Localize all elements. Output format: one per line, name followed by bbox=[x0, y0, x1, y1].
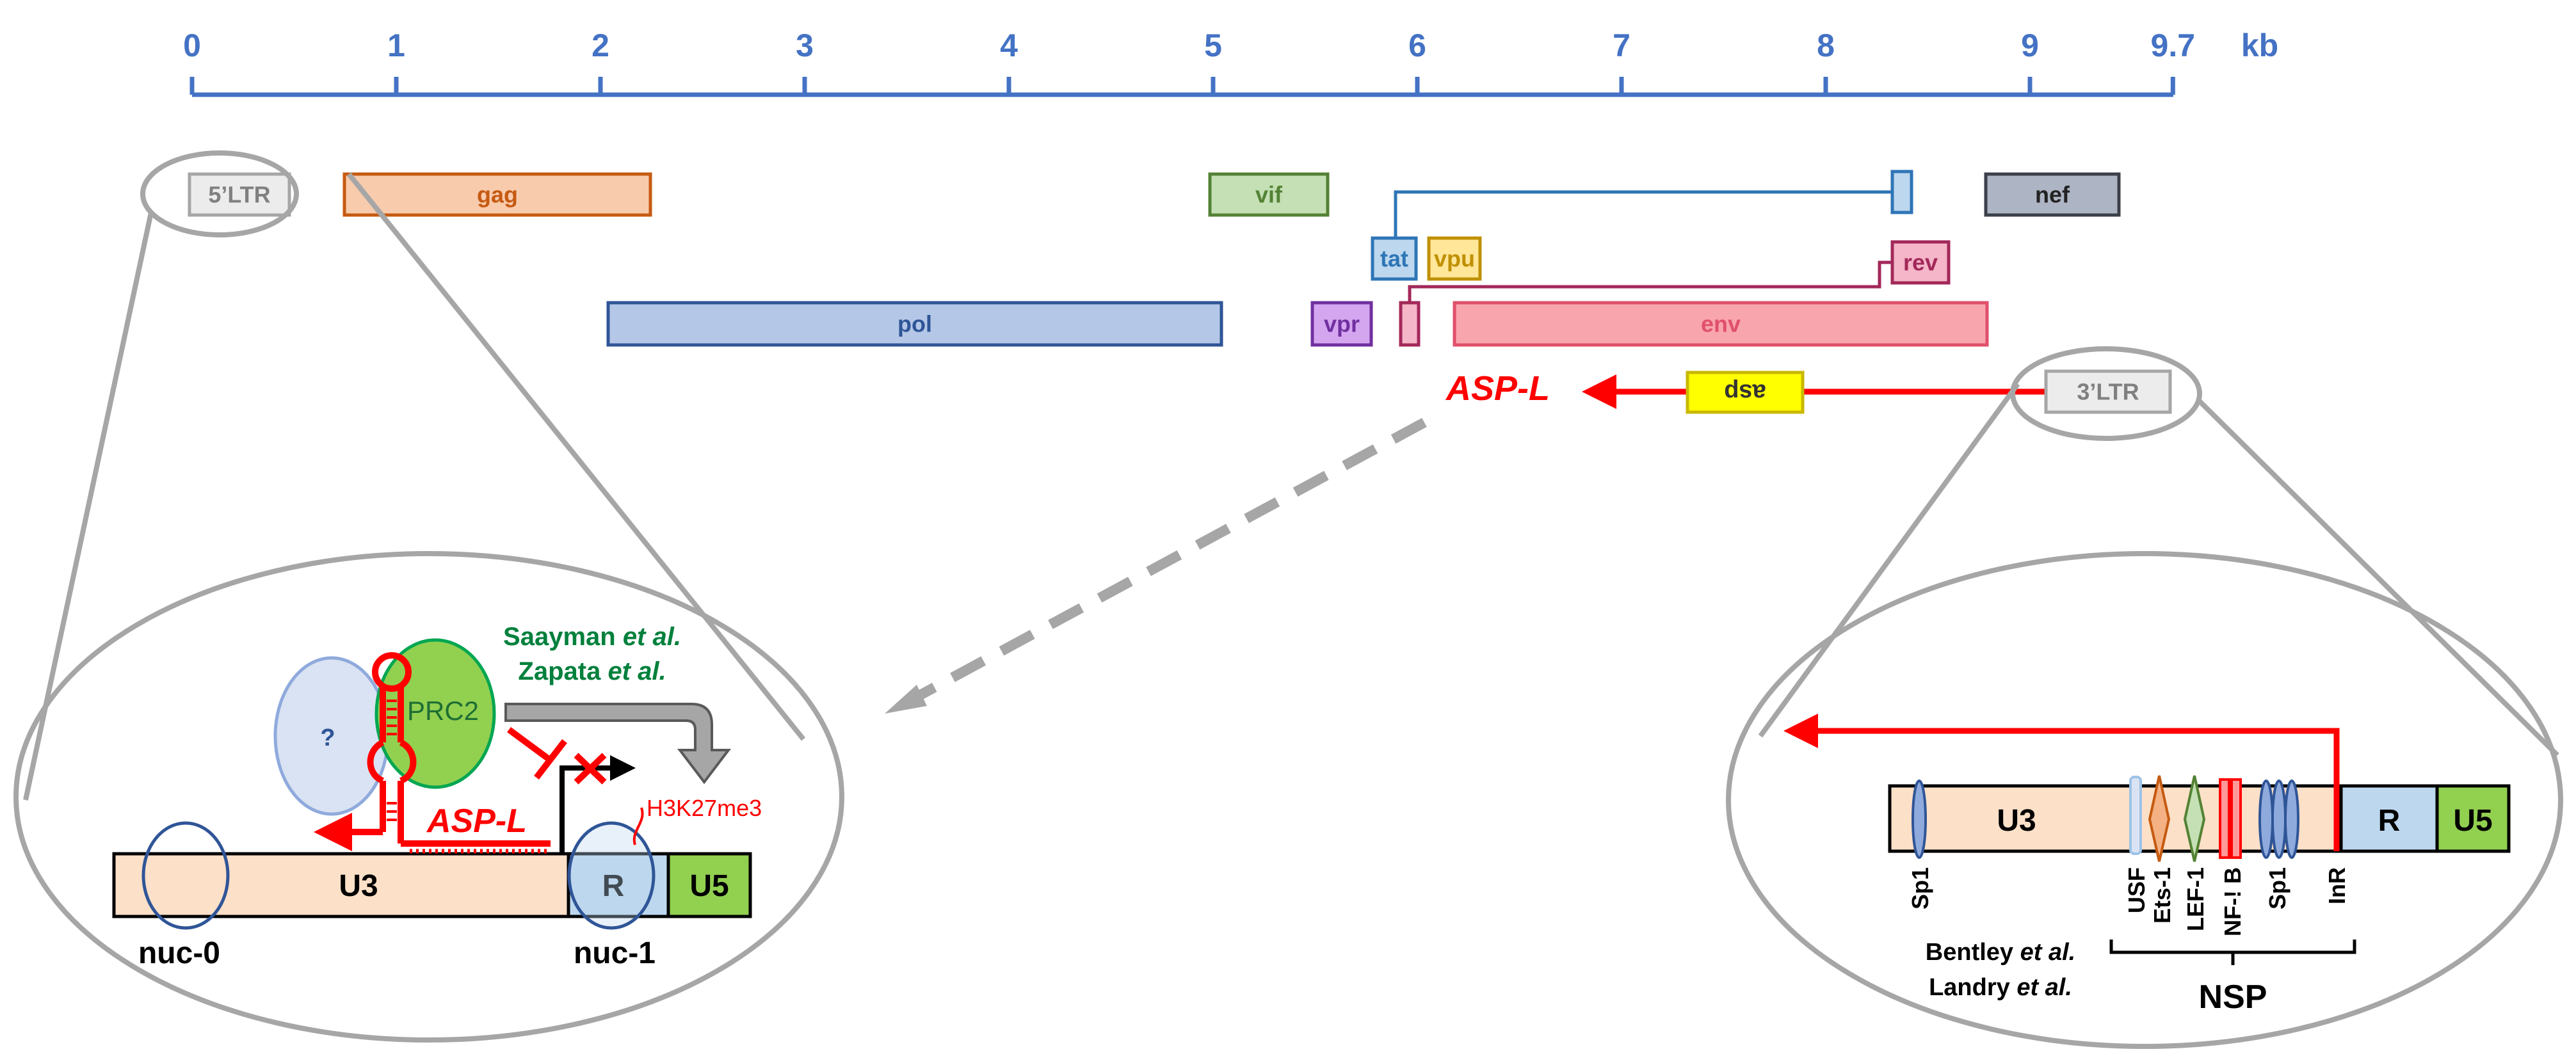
ltr-u5-box-right bbox=[2435, 784, 2511, 853]
h3k27me3-label: H3K27me3 bbox=[647, 795, 762, 821]
site-labels: Sp1 USF Ets-1 LEF-1 NF-! B Sp1 InR bbox=[1907, 867, 2350, 936]
scale-tick-label-10: 9.7 bbox=[2151, 28, 2196, 63]
scale-tick-label-7: 7 bbox=[1613, 28, 1630, 63]
gene-3ltr: 3’LTR bbox=[2044, 369, 2172, 414]
nsp-bracket bbox=[2109, 940, 2356, 965]
rev-splice-line bbox=[1408, 260, 1892, 303]
site-label-usf: USF bbox=[2123, 867, 2150, 913]
ets1-site bbox=[2148, 775, 2171, 862]
svg-text:3’LTR: 3’LTR bbox=[2077, 379, 2139, 405]
kb-scale: 0 1 2 3 4 5 6 7 8 9 9.7 kb bbox=[183, 28, 2278, 97]
ltr-u3-box bbox=[112, 852, 570, 918]
nucleosome-1 bbox=[567, 821, 656, 930]
gene-rev: rev bbox=[1890, 240, 1951, 285]
scale-tick-label-3: 3 bbox=[796, 28, 814, 63]
nuc-0-label: nuc-0 bbox=[138, 936, 220, 970]
r-label-right: R bbox=[2378, 804, 2401, 838]
gene-gag: gag bbox=[342, 172, 652, 217]
inhibition-line bbox=[507, 726, 552, 764]
scale-tick-label-6: 6 bbox=[1408, 28, 1426, 63]
u3-label-right: U3 bbox=[1997, 804, 2036, 838]
nfkb-site-1 bbox=[2219, 778, 2230, 859]
svg-text:env: env bbox=[1701, 311, 1741, 337]
nuc-1-label: nuc-1 bbox=[574, 936, 656, 970]
svg-text:5’LTR: 5’LTR bbox=[208, 182, 270, 208]
svg-text:rev: rev bbox=[1903, 250, 1938, 276]
asp-rna-hairpin bbox=[314, 652, 551, 854]
gene-vpr: vpr bbox=[1310, 301, 1373, 347]
site-label-sp1a: Sp1 bbox=[1907, 867, 1933, 909]
site-label-inr: InR bbox=[2324, 867, 2350, 904]
dashed-pointer-arrow bbox=[885, 417, 1427, 714]
usf-site bbox=[2129, 776, 2142, 855]
blocked-x-icon bbox=[574, 753, 607, 785]
ref-landry: Landry et al. bbox=[1929, 974, 2072, 1001]
svg-text:pol: pol bbox=[898, 311, 932, 337]
scale-tick-label-5: 5 bbox=[1204, 28, 1222, 63]
scale-ticks: 0 1 2 3 4 5 6 7 8 9 9.7 bbox=[183, 28, 2195, 95]
nsp-label: NSP bbox=[2199, 979, 2267, 1016]
scale-tick-label-1: 1 bbox=[387, 28, 405, 63]
gene-vpu: vpu bbox=[1427, 236, 1482, 281]
svg-text:asp: asp bbox=[1724, 379, 1766, 406]
ref-bentley: Bentley et al. bbox=[1926, 939, 2075, 966]
asp-l-zoom-label: ASP-L bbox=[426, 803, 527, 840]
sp1-site-1 bbox=[1912, 780, 1927, 859]
tat-splice-line bbox=[1394, 190, 1892, 238]
gene-nef: nef bbox=[1984, 172, 2121, 217]
gene-tat: tat bbox=[1371, 236, 1418, 281]
gene-tat-exon2 bbox=[1890, 170, 1913, 214]
scale-tick-label-2: 2 bbox=[592, 28, 609, 63]
inhibition-bar bbox=[534, 739, 567, 780]
u5-label: U5 bbox=[689, 869, 729, 903]
right-zoom-content: U3 R U5 Sp1 USF Ets-1 LEF-1 NF-! B Sp1 I… bbox=[1783, 714, 2511, 1016]
tss-arrow bbox=[559, 755, 636, 854]
sp1-site-2b bbox=[2271, 780, 2287, 859]
site-label-ets1: Ets-1 bbox=[2149, 867, 2175, 924]
asp-l-label: ASP-L bbox=[1445, 369, 1550, 408]
r-label: R bbox=[602, 869, 625, 903]
sp1-site-2c bbox=[2284, 780, 2299, 859]
asp-l-transcript: asp ASP-L 3’LTR bbox=[1445, 369, 2172, 414]
unknown-factor-label: ? bbox=[320, 724, 335, 751]
gene-asp: asp bbox=[1686, 371, 1805, 414]
u3-label: U3 bbox=[339, 869, 378, 903]
left-zoom-outline bbox=[13, 150, 844, 1043]
svg-text:tat: tat bbox=[1380, 246, 1408, 272]
gene-pol: pol bbox=[606, 301, 1223, 347]
site-label-sp1b: Sp1 bbox=[2264, 867, 2290, 909]
u5-label-right: U5 bbox=[2453, 804, 2492, 838]
svg-text:nef: nef bbox=[2035, 182, 2070, 208]
svg-text:gag: gag bbox=[477, 182, 518, 208]
ref-zapata: Zapata et al. bbox=[518, 657, 666, 685]
left-zoom-content: U3 R U5 nuc-0 nuc-1 ? PRC2 ASP- bbox=[112, 623, 762, 970]
scale-tick-label-8: 8 bbox=[1817, 28, 1835, 63]
gene-vif: vif bbox=[1208, 172, 1330, 217]
site-label-nfkb: NF-! B bbox=[2219, 867, 2246, 936]
prc2-label: PRC2 bbox=[407, 696, 479, 726]
lef1-site bbox=[2183, 775, 2206, 862]
nucleosome-0 bbox=[141, 821, 230, 930]
scale-tick-label-4: 4 bbox=[1000, 28, 1018, 63]
scale-tick-label-9: 9 bbox=[2021, 28, 2039, 63]
scale-unit: kb bbox=[2241, 28, 2278, 63]
ref-saayman: Saayman et al. bbox=[503, 623, 681, 651]
svg-text:vif: vif bbox=[1255, 182, 1283, 208]
svg-text:vpr: vpr bbox=[1324, 311, 1360, 337]
scale-tick-label-0: 0 bbox=[183, 28, 201, 63]
gene-5ltr: 5’LTR bbox=[188, 172, 291, 217]
gene-env: env bbox=[1453, 301, 1989, 347]
asp-promoter-arrow bbox=[1783, 714, 2340, 851]
gene-map: 5’LTR gag vif nef tat vpu bbox=[188, 170, 2121, 347]
ltr-u5-box bbox=[666, 852, 752, 918]
methylation-arrow bbox=[504, 703, 732, 785]
svg-text:vpu: vpu bbox=[1434, 246, 1475, 272]
right-zoom-outline bbox=[1726, 346, 2563, 1049]
h3k27me3-tail bbox=[632, 807, 644, 845]
gene-rev-exon1 bbox=[1399, 301, 1421, 347]
nfkb-site-2 bbox=[2230, 778, 2242, 859]
site-label-lef1: LEF-1 bbox=[2182, 867, 2209, 931]
sp1-site-2a bbox=[2258, 780, 2274, 859]
